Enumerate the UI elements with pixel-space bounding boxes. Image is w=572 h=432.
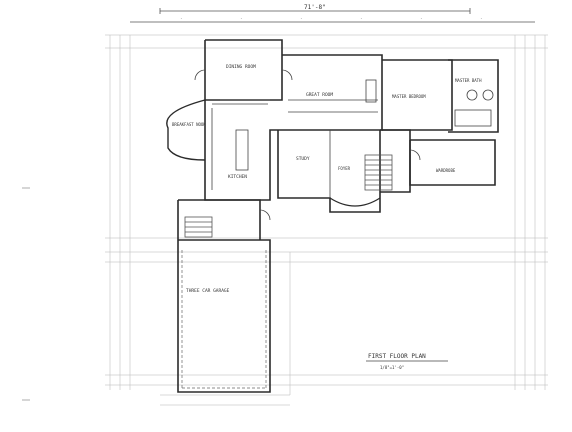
overall-width-dimension: 71'-8" — [304, 4, 326, 11]
room-label-master-bedroom: MASTER BEDROOM — [392, 94, 426, 99]
svg-text:·: · — [420, 16, 422, 21]
svg-text:·: · — [300, 16, 302, 21]
foyer-bay-wall — [329, 197, 381, 207]
room-label-kitchen: KITCHEN — [228, 174, 247, 180]
svg-text:·: · — [480, 16, 482, 21]
dimension-ticks: · · · · · · — [180, 16, 482, 21]
svg-text:·: · — [360, 16, 362, 21]
room-label-garage: THREE CAR GARAGE — [186, 288, 230, 294]
breakfast-bay-wall — [166, 99, 206, 161]
drawing-title: FIRST FLOOR PLAN — [368, 353, 426, 360]
margin-marks — [22, 187, 30, 401]
room-label-study: STUDY — [296, 156, 310, 162]
top-dimension-line — [130, 8, 535, 23]
svg-text:·: · — [240, 16, 242, 21]
garage-door-lines — [181, 250, 267, 389]
room-label-foyer: FOYER — [338, 166, 351, 171]
svg-text:·: · — [180, 16, 182, 21]
drawing-scale: 1/8"=1'-0" — [380, 365, 404, 370]
room-label-master-bath: MASTER BATH — [455, 78, 482, 83]
room-label-breakfast: BREAKFAST NOOK — [172, 122, 206, 127]
dimension-guides — [105, 34, 548, 406]
room-label-dining: DINING ROOM — [226, 64, 256, 70]
room-label-great: GREAT ROOM — [306, 92, 333, 98]
interior-details — [184, 69, 494, 238]
room-label-wardrobe: WARDROBE — [436, 168, 456, 173]
